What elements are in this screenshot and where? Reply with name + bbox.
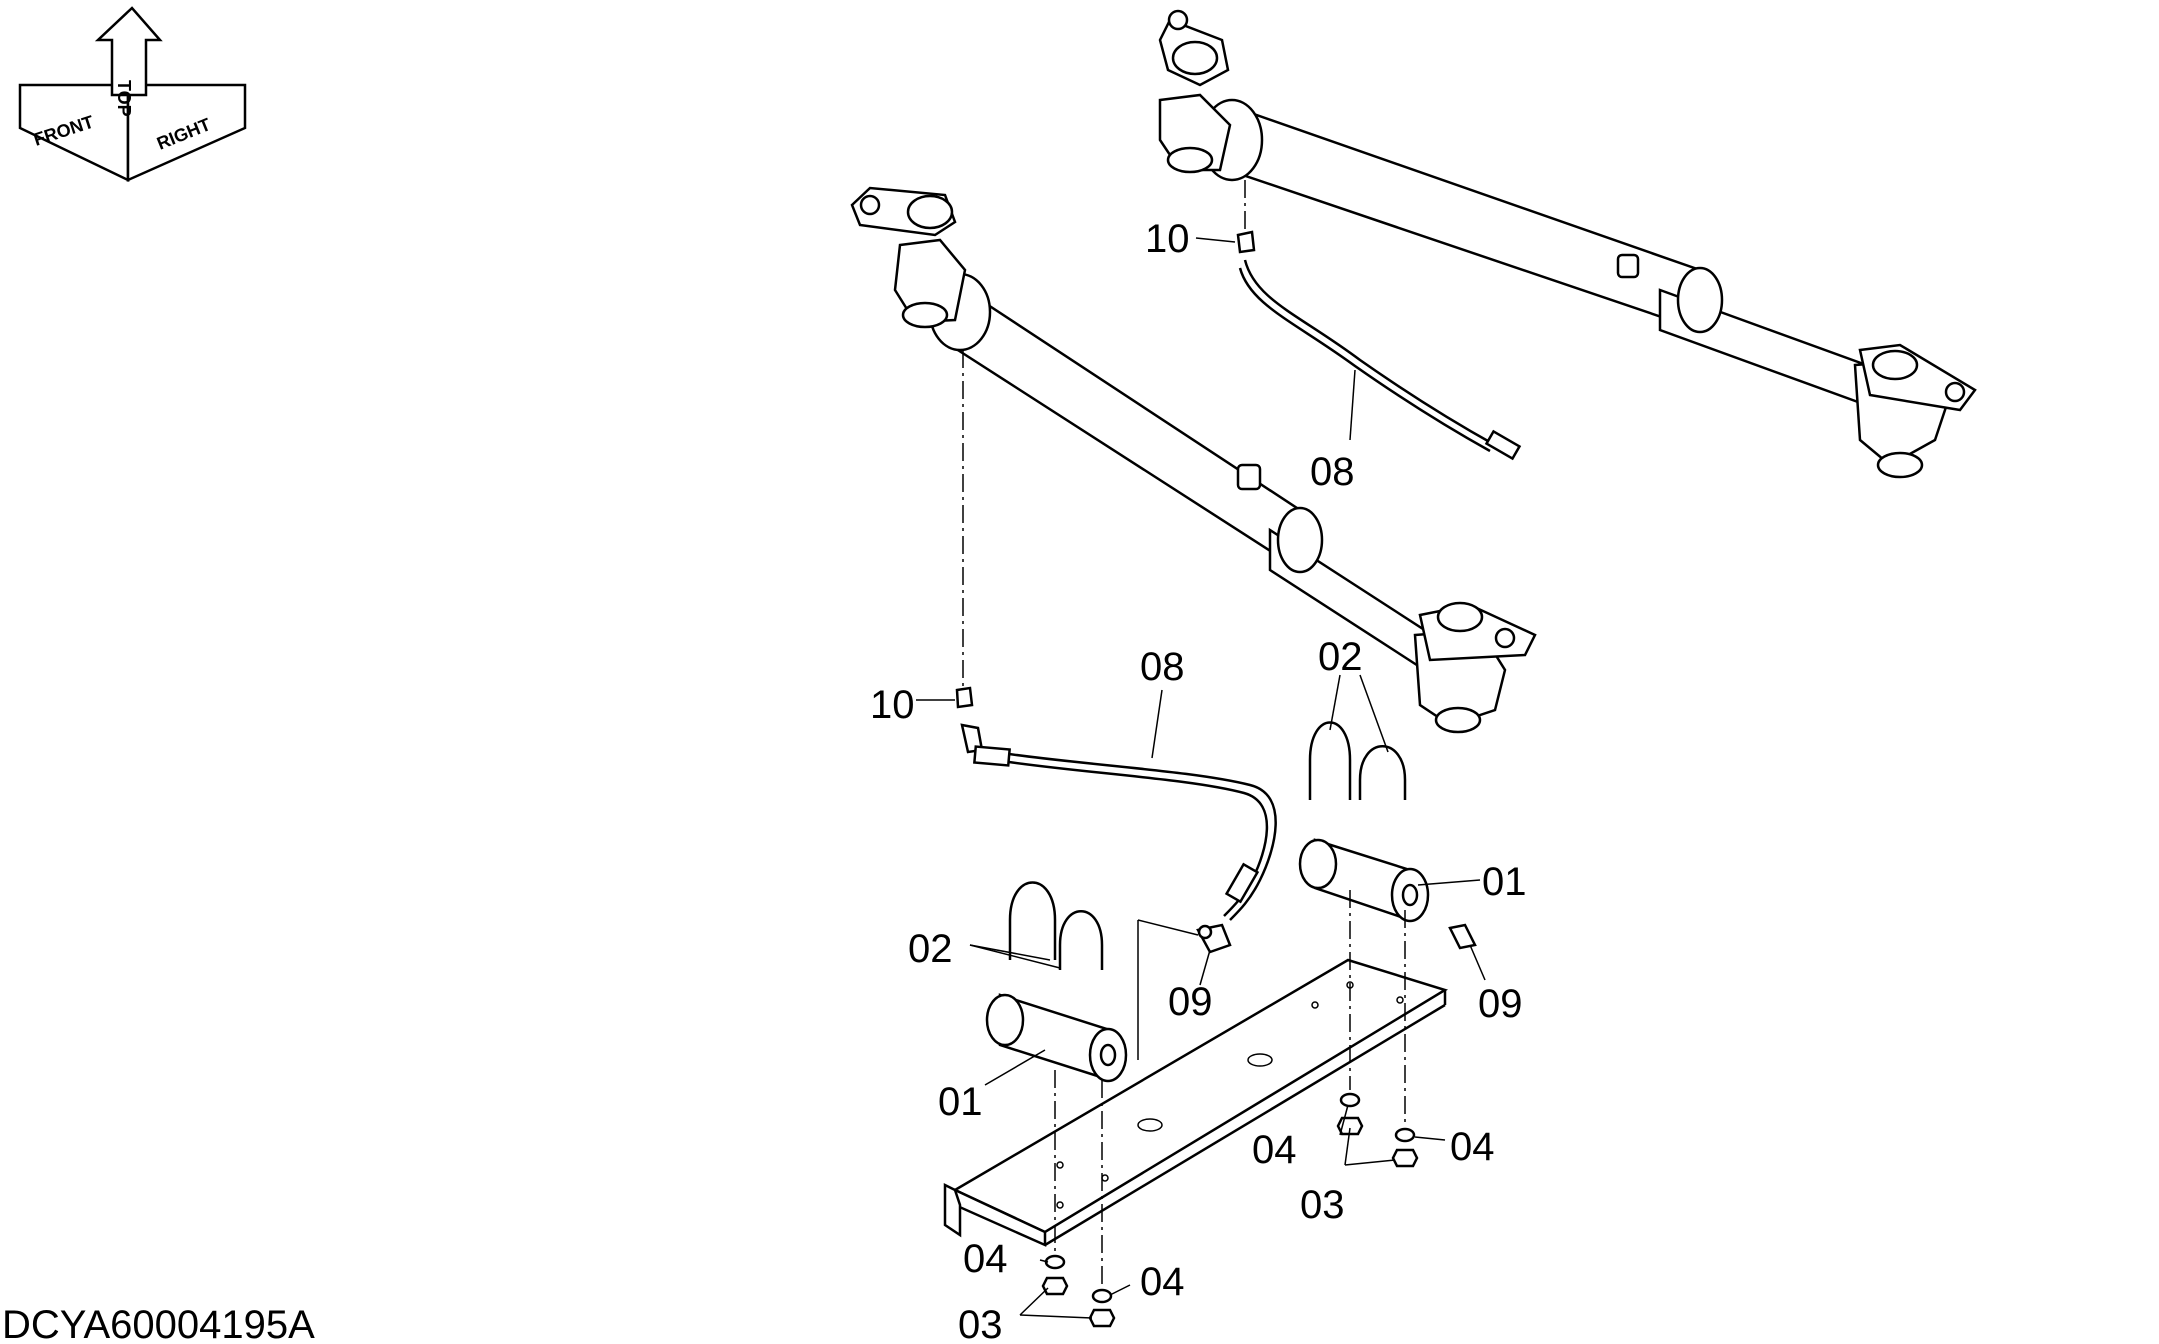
- left-spacer-assembly: [985, 881, 1199, 1290]
- callout-right-elbow: 09: [1478, 982, 1523, 1026]
- callout-upper-hose: 08: [1310, 450, 1355, 494]
- left-cylinder: [850, 186, 1537, 734]
- right-elbow-fitting: [1448, 923, 1477, 950]
- orient-top-label: TOP: [114, 80, 134, 117]
- right-nut-03b: [1391, 1148, 1419, 1168]
- callout-left-elbow: 09: [1168, 980, 1213, 1024]
- leader-lines: [916, 237, 1486, 1319]
- left-elbow-fitting: [1196, 923, 1232, 954]
- callout-right-spacer: 01: [1482, 860, 1527, 904]
- upper-hose: [1236, 230, 1522, 461]
- upper-cylinder: [1158, 9, 1977, 479]
- callout-left-washer-a: 04: [963, 1237, 1008, 1281]
- mounting-plate: [943, 958, 1449, 1247]
- callout-right-washer-a: 04: [1252, 1128, 1297, 1172]
- left-washer-04a: [1044, 1254, 1066, 1270]
- callout-left-spacer: 01: [938, 1080, 983, 1124]
- orientation-icon: FRONT TOP RIGHT: [18, 6, 247, 182]
- left-washer-04b: [1091, 1288, 1113, 1304]
- drawing-code: DCYA60004195A: [2, 1303, 315, 1344]
- callout-lower-hose: 08: [1140, 645, 1185, 689]
- callout-left-ubolts: 02: [908, 927, 953, 971]
- callout-lower-fitting: 10: [870, 683, 915, 727]
- right-spacer-assembly: [1298, 721, 1430, 1125]
- callout-left-nuts: 03: [958, 1303, 1003, 1344]
- lower-hose: [955, 686, 1277, 921]
- callout-left-washer-b: 04: [1140, 1260, 1185, 1304]
- right-washer-04a: [1339, 1092, 1361, 1108]
- callout-right-ubolts: 02: [1318, 635, 1363, 679]
- callout-upper-fitting: 10: [1145, 217, 1190, 261]
- callout-right-nuts: 03: [1300, 1183, 1345, 1227]
- right-washer-04b: [1394, 1127, 1416, 1143]
- left-nut-03a: [1041, 1276, 1069, 1296]
- callout-right-washer-b: 04: [1450, 1125, 1495, 1169]
- left-nut-03b: [1088, 1308, 1116, 1328]
